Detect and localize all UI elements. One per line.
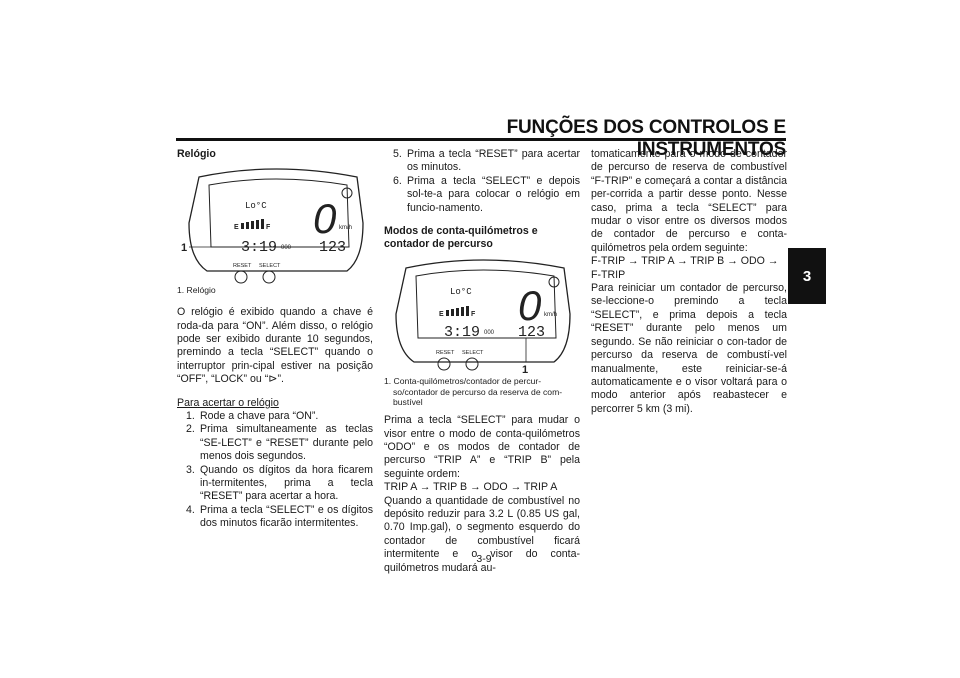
list-item: 4.Prima a tecla “SELECT” e os dígitos do… [186, 503, 373, 530]
select-label: SELECT [462, 350, 484, 356]
figure-caption-clock: 1. Relógio [177, 285, 216, 296]
lcd-speed: 0 [518, 282, 542, 329]
callout-1: 1 [181, 242, 187, 254]
paragraph-select-modes: Prima a tecla “SELECT” para mudar o viso… [384, 414, 580, 480]
column-2: 5.Prima a tecla “RESET” para acertar os … [384, 148, 580, 575]
lcd-speed: 0 [313, 195, 337, 242]
lcd-fuel-e: E [439, 311, 444, 318]
lcd-unit: km/h [544, 312, 557, 318]
section-heading-clock: Relógio [177, 148, 216, 160]
paragraph-fuel-trip: tomaticamente para o modo de contador de… [591, 148, 787, 254]
page-header-title: FUNÇÕES DOS CONTROLOS E INSTRUMENTOS [506, 117, 787, 160]
sequence-trip: TRIP A → TRIP B → ODO → TRIP A [384, 481, 558, 494]
lcd-odo: 123 [518, 324, 545, 341]
paragraph-text-end: ”. [277, 373, 284, 386]
lcd-clock: 3:19 [444, 324, 480, 341]
list-item: 5.Prima a tecla “RESET” para acertar os … [393, 148, 580, 174]
figure-dashboard-odometer: Lo°C E F 0 km/h 3:19 000 123 1 RESET SEL… [384, 254, 580, 376]
select-label: SELECT [259, 263, 281, 269]
clock-steps-list: 1.Rode a chave para “ON”. 2.Prima simult… [177, 410, 373, 531]
lcd-fuel-f: F [266, 224, 271, 231]
reset-label: RESET [436, 350, 455, 356]
paragraph-fuel-reserve: Quando a quantidade de combustível no de… [384, 494, 580, 574]
lcd-odo: 123 [319, 239, 346, 256]
reset-label: RESET [233, 263, 252, 269]
pictogram-p-icon: ⊳ [268, 373, 278, 386]
list-item: 3.Quando os dígitos da hora ficarem in-t… [186, 463, 373, 503]
chapter-tab: 3 [788, 248, 826, 304]
lcd-temp: Lo°C [450, 287, 472, 297]
figure-dashboard-clock: Lo°C E F 0 km/h 3:19 000 123 1 RESET SEL… [177, 163, 373, 285]
list-item: 1.Rode a chave para “ON”. [186, 410, 319, 423]
page-number: 3-9 [476, 553, 492, 565]
list-item: 6.Prima a tecla “SELECT” e depois sol-te… [393, 174, 580, 214]
lcd-fuel-e: E [234, 224, 239, 231]
lcd-odo-small: 000 [281, 245, 292, 251]
section-heading-odometer: Modos de conta-quilómetros e contador de… [384, 225, 538, 251]
lcd-unit: km/h [339, 225, 352, 231]
clock-steps-list-cont: 5.Prima a tecla “RESET” para acertar os … [384, 148, 580, 215]
lcd-clock: 3:19 [241, 239, 277, 256]
lcd-temp: Lo°C [245, 201, 267, 211]
lcd-fuel-f: F [471, 311, 476, 318]
subheading-set-clock: Para acertar o relógio [177, 396, 279, 409]
header-rule [176, 138, 786, 141]
paragraph-reset-trip: Para reiniciar um contador de percurso, … [591, 282, 787, 415]
paragraph-clock-display: O relógio é exibido quando a chave é rod… [177, 306, 373, 386]
figure-caption-odometer: 1. Conta-quilómetros/contador de percur-… [384, 375, 563, 408]
list-item: 2.Prima simultaneamente as teclas “SE-LE… [186, 423, 373, 463]
sequence-ftrip: F-TRIP → TRIP A → TRIP B → ODO → F-TRIP [591, 255, 779, 281]
column-3: tomaticamente para o modo de contador de… [591, 148, 787, 416]
lcd-odo-small: 000 [484, 330, 495, 336]
paragraph-text: O relógio é exibido quando a chave é rod… [177, 306, 373, 386]
callout-1: 1 [522, 364, 528, 376]
column-1: Relógio Lo°C E F 0 km/h 3:19 000 123 1 R… [177, 148, 373, 531]
